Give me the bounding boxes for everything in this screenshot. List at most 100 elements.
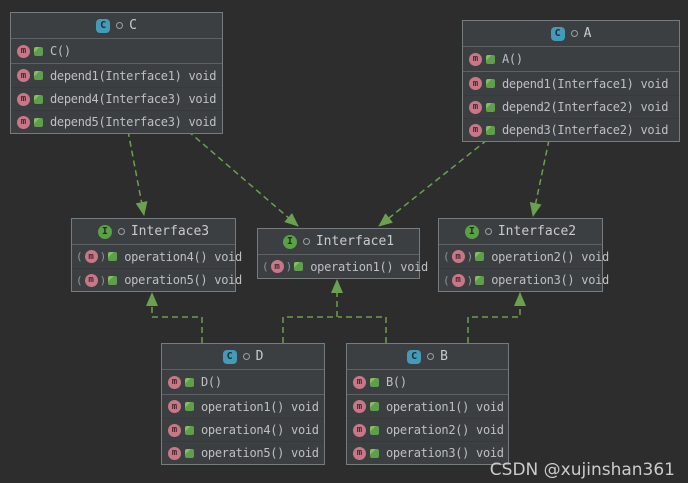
method-icon: m [17, 44, 30, 58]
edge-dependency-C-to-Interface1[interactable] [187, 130, 299, 227]
method-icon: m [451, 250, 465, 263]
node-header[interactable]: I Interface2 [439, 219, 602, 245]
node-title: Interface2 [497, 224, 577, 239]
public-modifier-icon [370, 448, 379, 458]
node-title: Interface1 [315, 234, 395, 249]
public-modifier-icon [185, 377, 194, 387]
member-label: operation1() void [201, 399, 319, 414]
member-label: operation5() void [124, 273, 242, 287]
edge-realization-D-to-Interface3[interactable] [146, 292, 203, 343]
edge-dependency-C-to-Interface3[interactable] [127, 130, 148, 216]
method-icon: m [469, 52, 482, 66]
public-modifier-icon [475, 252, 485, 261]
member-row[interactable]: m C() [11, 39, 222, 63]
member-label: depend1(Interface1) void [502, 76, 669, 91]
member-row[interactable]: m depend2(Interface2) void [463, 95, 679, 118]
method-icon: m [353, 375, 366, 389]
edge-realization-B-to-Interface1[interactable] [338, 316, 387, 343]
method-icon: m [84, 250, 98, 263]
member-row[interactable]: m depend1(Interface1) void [11, 64, 222, 87]
method-icon: m [353, 446, 366, 460]
member-row[interactable]: (m)operation4() void [72, 245, 242, 268]
member-label: operation5() void [201, 446, 319, 460]
abstract-paren-icon: ) [285, 260, 293, 273]
edge-dependency-A-to-Interface1[interactable] [378, 139, 488, 227]
member-label: depend1(Interface1) void [50, 68, 217, 83]
method-icon: m [270, 260, 284, 273]
public-modifier-icon [108, 252, 118, 261]
node-Interface2[interactable]: I Interface2 (m)operation2() void(m)operat… [438, 218, 609, 292]
public-modifier-icon [108, 275, 118, 285]
interface-icon: I [282, 234, 297, 249]
class-icon: C [222, 349, 237, 364]
node-header[interactable]: I Interface1 [258, 229, 419, 255]
member-row[interactable]: (m) operation1() void [258, 255, 428, 278]
public-modifier-icon [475, 275, 485, 285]
public-modifier-icon [34, 71, 43, 80]
node-Interface1[interactable]: I Interface1 (m) operation1() void [257, 228, 428, 279]
edge-realization-D-to-Interface1[interactable] [282, 279, 343, 343]
public-modifier-icon [486, 54, 495, 64]
public-modifier-icon [486, 79, 495, 88]
member-label: operation1() void [310, 259, 428, 274]
member-label: operation3() void [386, 446, 504, 460]
public-modifier-icon [370, 402, 379, 411]
method-icon: m [451, 273, 465, 287]
abstract-paren-icon: ( [262, 260, 269, 273]
member-label: C() [50, 44, 71, 58]
method-icon: m [469, 100, 482, 114]
member-row[interactable]: (m)operation5() void [72, 268, 242, 291]
member-row[interactable]: (m)operation3() void [439, 268, 609, 291]
interface-icon: I [464, 224, 479, 239]
member-label: operation2() void [491, 249, 609, 264]
method-icon: m [168, 375, 181, 389]
member-label: B() [386, 375, 407, 389]
methods-section: (m)operation4() void(m)operation5() void [72, 245, 242, 291]
edge-dependency-A-to-Interface2[interactable] [529, 139, 550, 217]
member-row[interactable]: m operation3() void [347, 441, 508, 464]
public-modifier-icon [34, 117, 43, 127]
abstract-paren-icon: ( [76, 273, 83, 287]
edge-realization-B-to-Interface2[interactable] [467, 292, 526, 343]
public-modifier-icon [486, 125, 495, 135]
member-row[interactable]: m B() [347, 370, 508, 394]
abstract-paren-icon: ) [99, 250, 107, 263]
node-title: Interface3 [130, 224, 210, 239]
method-icon: m [17, 115, 30, 129]
methods-section: (m) operation1() void [258, 255, 428, 278]
constructor-section: m C() [11, 39, 222, 64]
method-icon: m [469, 123, 482, 137]
public-modifier-icon [185, 402, 194, 411]
member-label: depend2(Interface2) void [502, 100, 669, 114]
method-icon: m [17, 69, 30, 82]
member-row[interactable]: (m)operation2() void [439, 245, 609, 268]
